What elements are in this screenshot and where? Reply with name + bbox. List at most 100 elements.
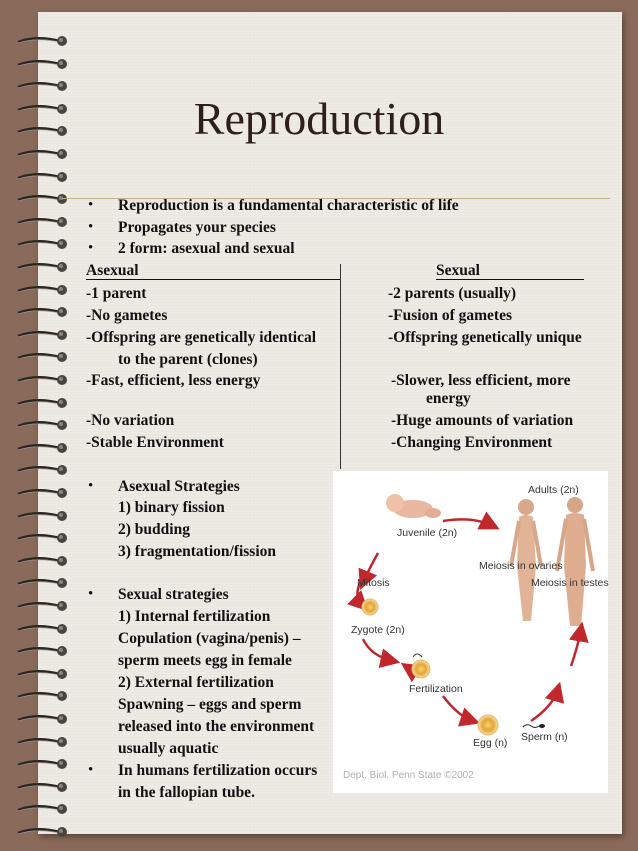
sexual-strategy-line: released into the environment <box>118 718 315 735</box>
spiral-ring <box>17 239 67 250</box>
cycle-arrow <box>442 695 481 727</box>
sexual-strategies-heading: Sexual strategies <box>118 586 229 603</box>
label-sperm: Sperm (n) <box>521 731 568 743</box>
spiral-ring <box>17 555 67 566</box>
sexual-strategy-line: 2) External fertilization <box>118 674 274 691</box>
asexual-row: -Offspring are genetically identical <box>86 329 317 346</box>
bullet-marker: • <box>88 762 94 778</box>
cycle-arrow <box>361 638 401 668</box>
cycle-arrow <box>568 621 589 667</box>
spiral-ring <box>17 714 67 724</box>
bullet-marker: • <box>88 478 94 494</box>
spiral-ring <box>17 420 67 431</box>
cycle-arrow <box>530 681 565 723</box>
asexual-header-underline <box>86 279 340 280</box>
spiral-ring <box>17 58 67 69</box>
asexual-header: Asexual <box>86 262 139 279</box>
notebook-page <box>38 12 622 834</box>
spiral-ring <box>17 646 67 657</box>
label-zygote: Zygote (2n) <box>351 624 405 636</box>
cycle-arrow <box>347 580 369 612</box>
sexual-strategy-line: usually aquatic <box>118 740 219 757</box>
spiral-ring <box>17 804 67 815</box>
spiral-ring <box>17 397 67 408</box>
cycle-arrow <box>358 552 380 590</box>
spiral-ring <box>17 329 67 340</box>
asexual-row: -No variation <box>86 412 175 429</box>
bullet-marker: • <box>88 586 94 602</box>
adult-male-icon <box>555 497 595 626</box>
spiral-ring <box>17 759 67 770</box>
spiral-ring <box>17 691 67 702</box>
spiral-ring <box>17 601 67 611</box>
zygote-icon <box>361 598 379 616</box>
adult-female-icon <box>509 499 543 621</box>
spiral-ring <box>17 103 67 114</box>
bullet-marker: • <box>88 197 94 213</box>
bullet-marker: • <box>88 240 94 256</box>
bullet-text: Reproduction is a fundamental characteri… <box>118 197 459 214</box>
spiral-ring <box>17 827 67 837</box>
label-fertilization: Fertilization <box>409 683 463 695</box>
slide-title: Reproduction <box>193 93 445 144</box>
label-adults: Adults (2n) <box>528 484 579 496</box>
title-divider <box>62 198 610 199</box>
asexual-row: -1 parent <box>86 285 147 302</box>
sexual-row: -Changing Environment <box>391 434 553 451</box>
egg-icon <box>477 714 499 736</box>
sexual-strategy-line: Spawning – eggs and sperm <box>118 696 302 713</box>
spiral-ring <box>17 465 67 476</box>
figure-credit: Dept. Biol. Penn State ©2002 <box>343 770 474 781</box>
asexual-row: -No gametes <box>86 307 168 324</box>
spiral-ring <box>17 375 67 385</box>
asexual-strategies-heading: Asexual Strategies <box>118 478 240 495</box>
asexual-strategy-item: 1) binary fission <box>118 499 225 516</box>
sexual-header: Sexual <box>436 262 480 279</box>
spiral-ring <box>17 533 67 544</box>
fertilization-icon <box>411 659 431 679</box>
spiral-ring <box>17 442 67 453</box>
life-cycle-figure: Adults (2n) Juvenile (2n) Meiosis in ova… <box>333 471 609 793</box>
bullet-text: Propagates your species <box>118 219 276 236</box>
spiral-ring <box>17 194 67 205</box>
sexual-strategy-line: 1) Internal fertilization <box>118 608 271 625</box>
humans-text: In humans fertilization occurs <box>118 762 318 779</box>
sexual-row: -Huge amounts of variation <box>391 412 574 429</box>
asexual-row: -Fast, efficient, less energy <box>86 372 261 389</box>
bullet-text: 2 form: asexual and sexual <box>118 240 295 257</box>
bullet-marker: • <box>88 219 94 235</box>
label-egg: Egg (n) <box>473 737 508 749</box>
asexual-row: -Stable Environment <box>86 434 224 451</box>
spiral-ring <box>17 781 67 792</box>
sexual-strategy-line: Copulation (vagina/penis) – <box>118 630 301 647</box>
spiral-ring <box>17 149 67 159</box>
cycle-arrow <box>442 511 500 530</box>
label-meiosis-ovaries: Meiosis in ovaries <box>479 560 563 572</box>
sexual-row: -Slower, less efficient, more <box>391 372 571 389</box>
asexual-strategy-item: 2) budding <box>118 521 190 538</box>
spiral-ring <box>17 668 67 679</box>
table-divider <box>340 264 341 469</box>
spiral-ring <box>17 284 67 295</box>
sexual-strategy-line: sperm meets egg in female <box>118 652 292 669</box>
humans-text: in the fallopian tube. <box>118 784 255 801</box>
baby-icon <box>386 494 441 518</box>
spiral-ring <box>17 352 67 363</box>
spiral-ring <box>17 216 67 227</box>
spiral-ring <box>17 171 67 182</box>
spiral-ring <box>17 578 67 589</box>
spiral-ring <box>17 623 67 634</box>
asexual-row: to the parent (clones) <box>118 351 258 368</box>
sperm-icon <box>522 724 545 728</box>
sexual-row: -Fusion of gametes <box>388 307 512 324</box>
sperm-contact-icon <box>412 653 423 658</box>
label-mitosis: Mitosis <box>357 577 390 589</box>
sexual-row: -2 parents (usually) <box>388 285 517 302</box>
spiral-ring <box>17 81 67 92</box>
spiral-ring <box>17 307 67 318</box>
asexual-strategy-item: 3) fragmentation/fission <box>118 543 277 560</box>
spiral-ring <box>17 736 67 747</box>
spiral-ring <box>17 126 67 137</box>
spiral-ring <box>17 262 67 272</box>
sexual-header-underline <box>436 279 584 280</box>
